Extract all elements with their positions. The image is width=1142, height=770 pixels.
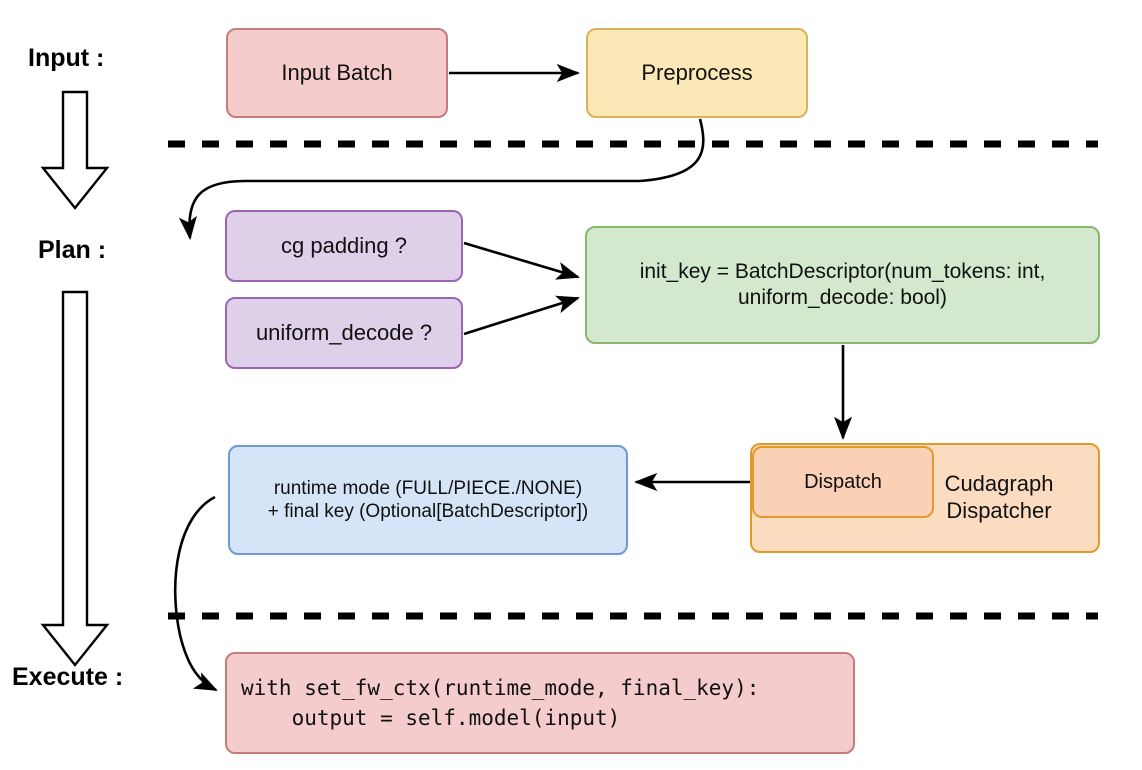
dispatch-label: Dispatch	[804, 470, 882, 493]
edge-runtime-mode-to-execute-code	[173, 495, 218, 692]
runtime-mode-node[interactable]: runtime mode (FULL/PIECE./NONE) + final …	[228, 445, 628, 555]
stage-label-plan: Plan :	[38, 236, 107, 264]
init-key-node[interactable]: init_key = BatchDescriptor(num_tokens: i…	[585, 226, 1100, 344]
stage-label-input: Input :	[28, 44, 105, 72]
init-key-label: init_key = BatchDescriptor(num_tokens: i…	[639, 260, 1046, 309]
uniform-decode-label: uniform_decode ?	[255, 319, 433, 345]
execute-code-node[interactable]: with set_fw_ctx(runtime_mode, final_key)…	[225, 652, 855, 754]
uniform-decode-node[interactable]: uniform_decode ?	[225, 297, 463, 369]
stage-arrow-input-to-plan	[40, 90, 110, 210]
edge-preprocess-to-cg-padding	[178, 118, 705, 241]
edge-cg-padding-to-init-key	[463, 241, 580, 280]
stage-label-execute: Execute :	[12, 663, 124, 691]
preprocess-label: Preprocess	[641, 59, 753, 85]
dispatch-node[interactable]: Dispatch	[752, 446, 934, 518]
cg-padding-label: cg padding ?	[281, 232, 407, 258]
cg-padding-node[interactable]: cg padding ?	[225, 210, 463, 282]
input-batch-label: Input Batch	[281, 59, 393, 85]
input-batch-node[interactable]: Input Batch	[226, 28, 448, 118]
runtime-mode-label: runtime mode (FULL/PIECE./NONE) + final …	[267, 477, 589, 522]
edge-uniform-decode-to-init-key	[463, 295, 580, 336]
execute-code-label: with set_fw_ctx(runtime_mode, final_key)…	[241, 675, 760, 730]
preprocess-node[interactable]: Preprocess	[586, 28, 808, 118]
stage-arrow-plan-to-execute	[40, 290, 110, 667]
cudagraph-dispatcher-label: Cudagraph Dispatcher	[944, 471, 1054, 523]
